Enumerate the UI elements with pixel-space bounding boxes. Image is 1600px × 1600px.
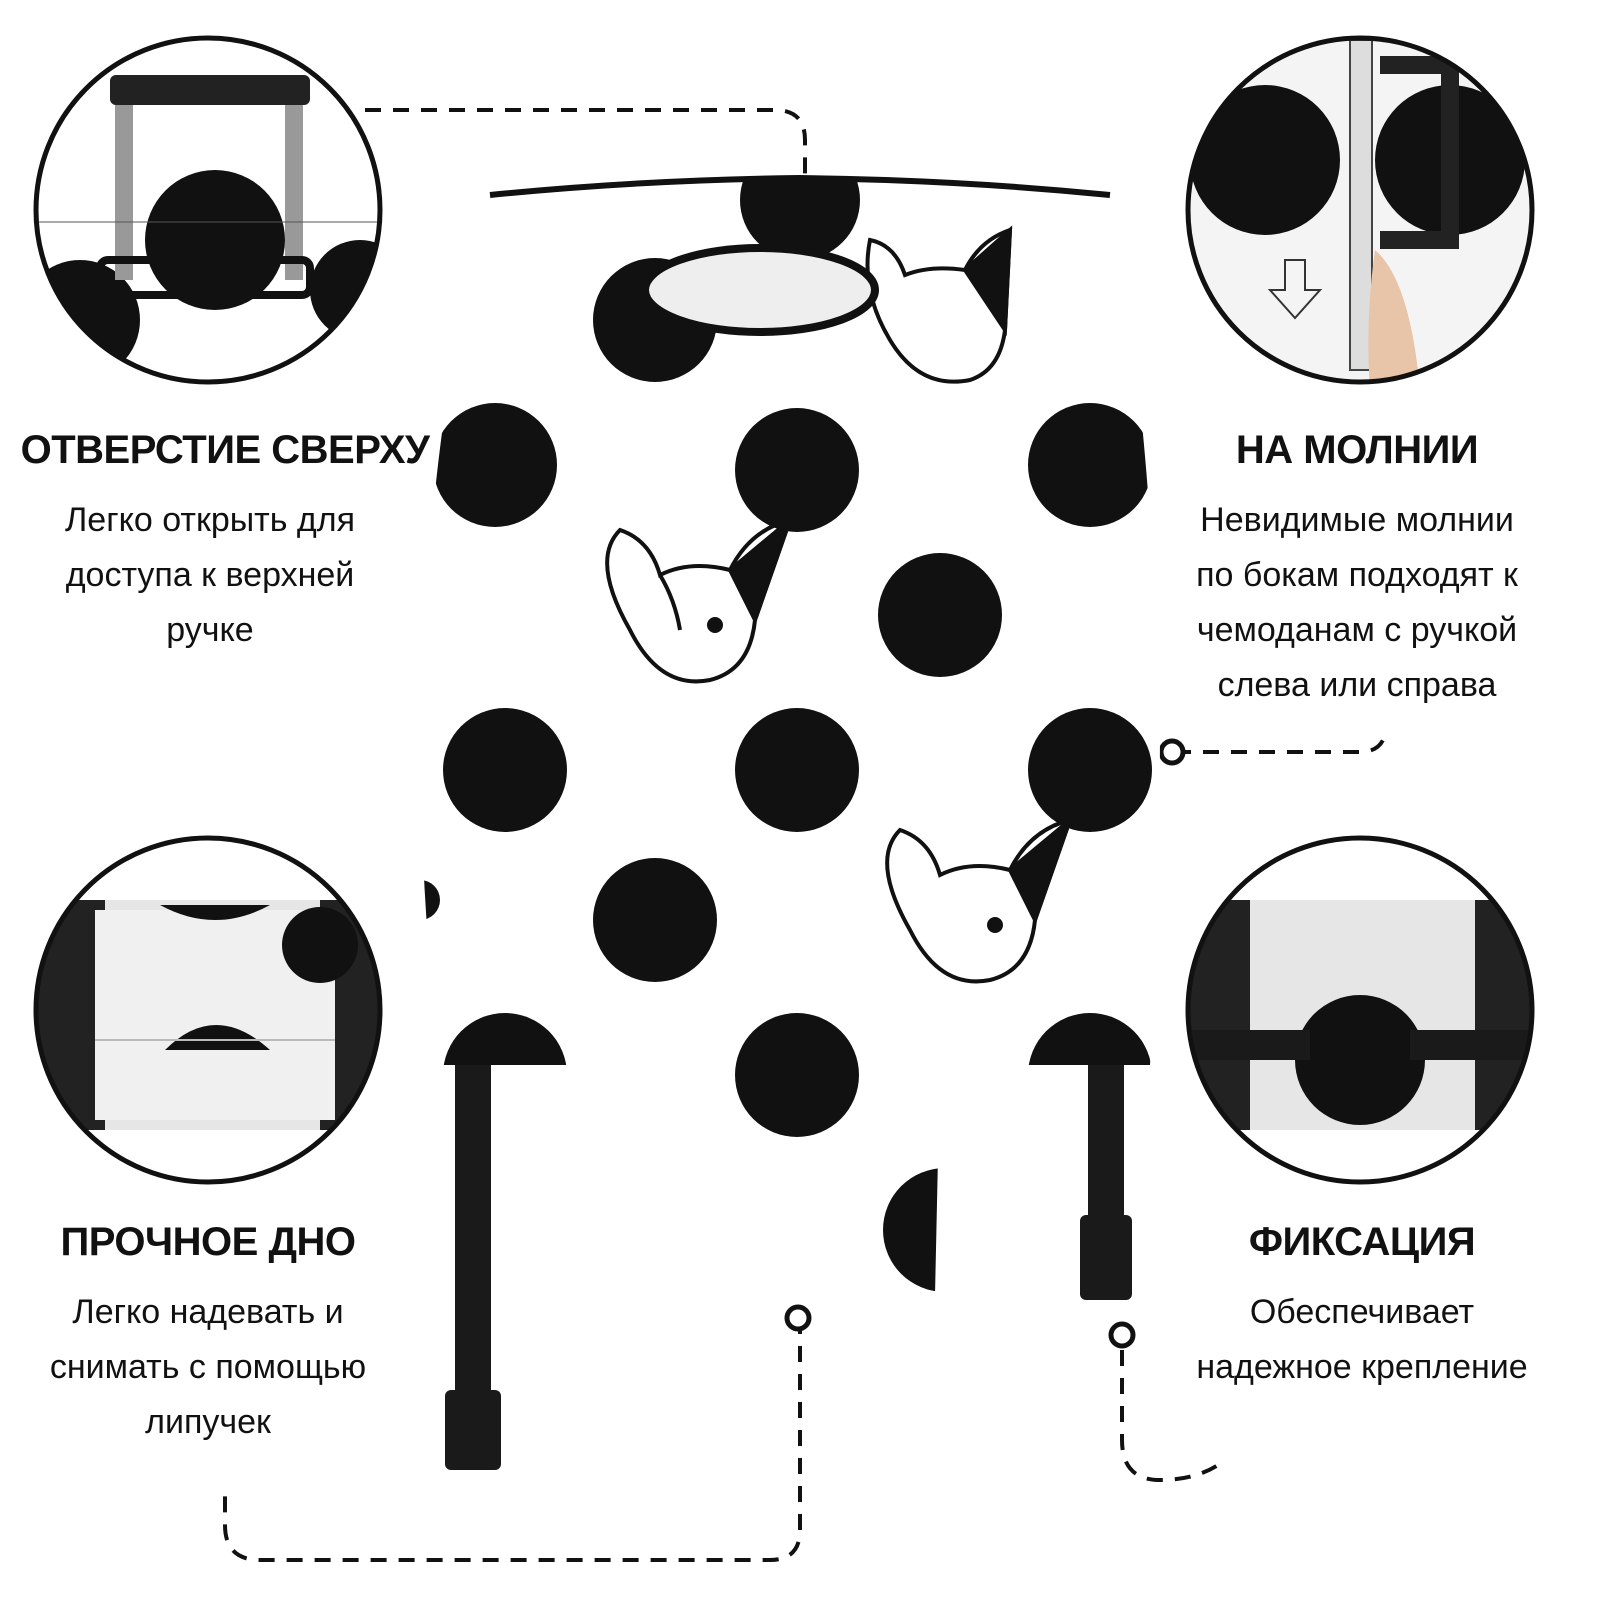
desc-line: надежное крепление (1196, 1348, 1528, 1386)
strap-left (445, 1060, 501, 1470)
feature-title-fixation: ФИКСАЦИЯ (1248, 1220, 1476, 1264)
desc-line: по бокам подходят к (1196, 556, 1518, 594)
feature-desc-top-opening: Легко открыть для доступа к верхней ручк… (0, 493, 440, 658)
desc-line: снимать с помощью (49, 1348, 367, 1386)
feature-title-bottom: ПРОЧНОЕ ДНО (60, 1220, 356, 1264)
desc-line: доступа к верхней (65, 556, 355, 594)
feature-title-top-opening: ОТВЕРСТИЕ СВЕРХУ (20, 428, 430, 472)
feature-title-zipper: НА МОЛНИИ (1235, 428, 1479, 472)
connector-top (365, 108, 807, 200)
top-opening (641, 244, 879, 336)
suitcase-cover (420, 178, 1160, 1295)
desc-line: Обеспечивает (1249, 1293, 1475, 1331)
detail-fixation (1188, 838, 1532, 1182)
desc-line: чемоданам с ручкой (1196, 611, 1518, 649)
connector-bottom (223, 1318, 802, 1562)
strap-right (1080, 1060, 1132, 1300)
desc-line: ручке (166, 611, 254, 649)
desc-line: липучек (145, 1403, 271, 1441)
feature-desc-zipper: Невидимые молнии по бокам подходят к чем… (1127, 493, 1587, 713)
feature-desc-bottom: Легко надевать и снимать с помощью липуч… (0, 1285, 438, 1450)
desc-line: Легко надевать и (72, 1293, 344, 1331)
detail-zipper (1188, 38, 1532, 382)
desc-line: слева или справа (1217, 666, 1497, 704)
detail-bottom (36, 838, 380, 1182)
desc-line: Легко открыть для (64, 501, 355, 539)
connector-fixation (1120, 1350, 1227, 1483)
connector-zipper (1175, 734, 1387, 754)
desc-line: Невидимые молнии (1200, 501, 1514, 539)
feature-desc-fixation: Обеспечивает надежное крепление (1132, 1285, 1592, 1395)
connector-lines (223, 108, 1387, 1562)
detail-top-handle (36, 38, 380, 382)
dog-heads (605, 225, 1075, 984)
